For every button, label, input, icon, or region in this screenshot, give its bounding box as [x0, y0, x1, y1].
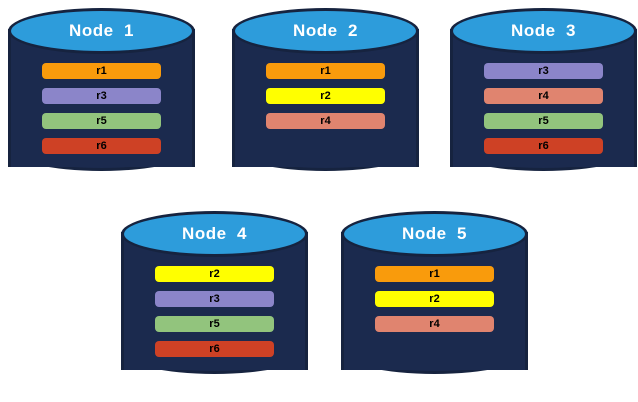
database-node: r1 r2 r4 Node 2 — [232, 8, 419, 188]
replica-bar: r2 — [266, 88, 385, 104]
database-node: r2 r3 r5 r6 Node 4 — [121, 211, 308, 391]
replica-bar: r6 — [42, 138, 161, 154]
database-node: r3 r4 r5 r6 Node 3 — [450, 8, 637, 188]
replica-bar: r3 — [484, 63, 603, 79]
replica-bar: r4 — [266, 113, 385, 129]
cylinder-top: Node 1 — [8, 8, 195, 54]
cylinder-top: Node 5 — [341, 211, 528, 257]
replica-list: r3 r4 r5 r6 — [484, 63, 603, 154]
replica-bar: r6 — [484, 138, 603, 154]
cylinder-top: Node 4 — [121, 211, 308, 257]
replica-bar: r6 — [155, 341, 274, 357]
replica-list: r2 r3 r5 r6 — [155, 266, 274, 357]
cylinder-top: Node 2 — [232, 8, 419, 54]
replica-bar: r1 — [375, 266, 494, 282]
node-label: Node 3 — [511, 20, 576, 40]
node-label: Node 4 — [182, 223, 247, 243]
replica-bar: r4 — [375, 316, 494, 332]
replica-bar: r5 — [42, 113, 161, 129]
node-label: Node 5 — [402, 223, 467, 243]
replica-bar: r1 — [266, 63, 385, 79]
database-node: r1 r3 r5 r6 Node 1 — [8, 8, 195, 188]
replica-bar: r3 — [42, 88, 161, 104]
node-label: Node 1 — [69, 20, 134, 40]
replica-list: r1 r2 r4 — [266, 63, 385, 129]
replica-bar: r4 — [484, 88, 603, 104]
cylinder-top: Node 3 — [450, 8, 637, 54]
replica-bar: r5 — [155, 316, 274, 332]
replica-list: r1 r2 r4 — [375, 266, 494, 332]
replica-list: r1 r3 r5 r6 — [42, 63, 161, 154]
replica-bar: r5 — [484, 113, 603, 129]
replica-bar: r2 — [375, 291, 494, 307]
database-node: r1 r2 r4 Node 5 — [341, 211, 528, 391]
node-label: Node 2 — [293, 20, 358, 40]
replica-bar: r1 — [42, 63, 161, 79]
replica-bar: r2 — [155, 266, 274, 282]
replica-bar: r3 — [155, 291, 274, 307]
